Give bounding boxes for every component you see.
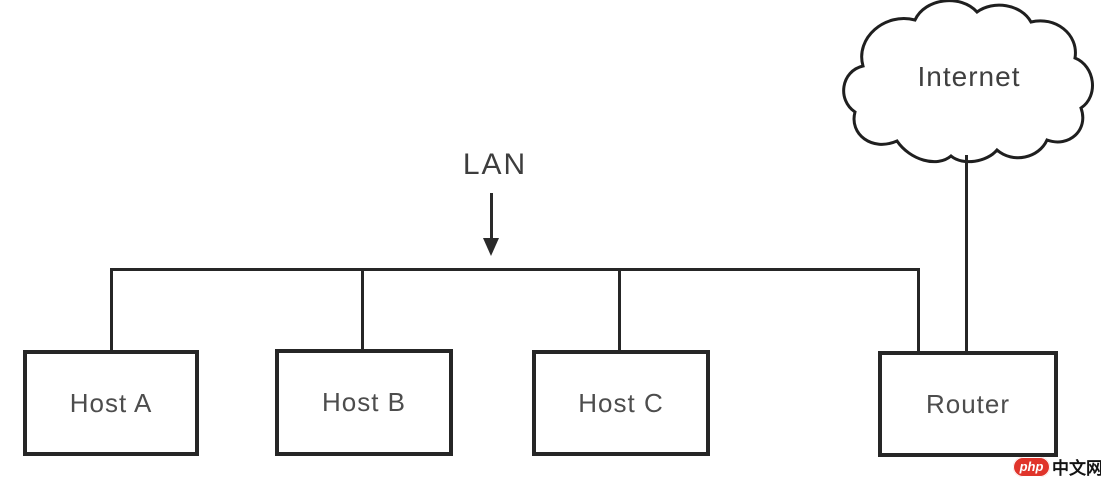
node-host-c: Host C: [532, 350, 710, 456]
internet-label: Internet: [917, 61, 1021, 92]
connector-host-a: [110, 268, 113, 352]
connector-router: [917, 268, 920, 353]
connector-host-b: [361, 268, 364, 352]
lan-bus-line: [110, 268, 920, 271]
lan-label: LAN: [462, 148, 528, 181]
internet-cloud: Internet: [840, 0, 1098, 165]
node-host-c-label: Host C: [578, 387, 664, 418]
node-router-label: Router: [925, 388, 1011, 419]
watermark: php 中文网: [1013, 456, 1101, 478]
lan-arrow-shaft: [490, 193, 493, 239]
cloud-outline: [842, 0, 1094, 164]
php-badge: php: [1013, 456, 1050, 477]
node-host-b-label: Host B: [321, 387, 407, 417]
connector-host-c: [618, 268, 621, 352]
node-host-a: Host A: [23, 350, 199, 456]
cloud-icon: [842, 0, 1094, 164]
lan-arrowhead-icon: [483, 238, 499, 256]
connector-internet-to-router: [965, 155, 968, 353]
node-host-a-label: Host A: [69, 387, 153, 418]
node-router: Router: [878, 351, 1058, 457]
watermark-text: 中文网: [1052, 459, 1101, 478]
node-host-b: Host B: [275, 349, 453, 456]
